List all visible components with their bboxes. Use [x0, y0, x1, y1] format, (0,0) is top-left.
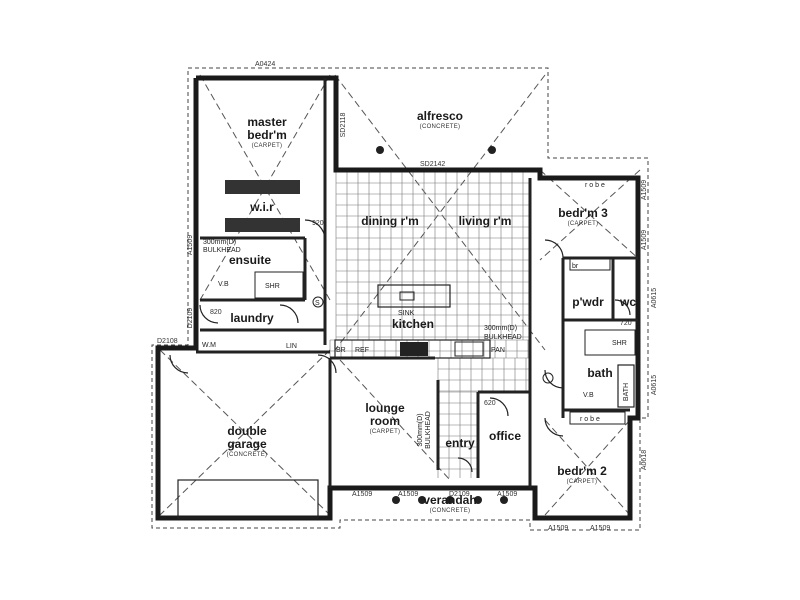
dim-a0615-2: A0615: [651, 375, 658, 395]
living-label: living r'm: [459, 214, 512, 228]
eave-outline: [151, 67, 649, 531]
verandah-label: verandah: [423, 493, 476, 507]
dimension-labels: A0424 SD2118 SD2142 A1509 A1509 A1509 A1…: [157, 61, 658, 532]
dim-a0615-1: A0615: [651, 288, 658, 308]
pwdr-label: p'wdr: [572, 295, 604, 309]
bedrm2-sub: (CARPET): [567, 479, 598, 485]
double-label: double: [227, 424, 267, 438]
lounge-sub: (CARPET): [370, 429, 401, 435]
dim-620: 620: [484, 400, 496, 407]
bedrm3-sub: (CARPET): [568, 221, 599, 227]
sink-label: SINK: [398, 310, 415, 317]
dining-label: dining r'm: [361, 214, 419, 228]
light-fittings: [312, 146, 554, 504]
dim-d2108: D2108: [157, 338, 178, 345]
vanity-1: V.B: [218, 281, 229, 288]
bulkhead-3a: 300mm(D): [417, 413, 424, 446]
wir-label: w.i.r: [249, 200, 274, 214]
bulkhead-3b: BULKHEAD: [425, 411, 432, 449]
dim-a1509-7: A1509: [548, 525, 568, 532]
dim-a1509-2: A1509: [641, 180, 648, 200]
dim-a1509-5: A1509: [398, 491, 418, 498]
dim-d2109-1: D2109: [449, 491, 470, 498]
dim-a1509-8: A1509: [590, 525, 610, 532]
dim-a0618: A0618: [641, 450, 648, 470]
kitchen-island: [377, 284, 451, 308]
kitchen-bench: [334, 339, 491, 359]
dim-d2109-2: D2109: [187, 308, 194, 329]
ref-label: REF: [355, 347, 369, 354]
office-label: office: [489, 429, 521, 443]
bulkhead-2b: BULKHEAD: [484, 334, 522, 341]
lounge-label-2: room: [370, 414, 400, 428]
ensuite-label: ensuite: [229, 253, 271, 267]
dim-sd2142: SD2142: [420, 161, 445, 168]
kitchen-label: kitchen: [392, 317, 434, 331]
dim-820: 820: [210, 309, 222, 316]
door-swings: [169, 219, 631, 473]
br-label: BR: [336, 347, 346, 354]
room-labels: master bedr'm (CARPET) alfresco (CONCRET…: [227, 109, 637, 514]
bulkhead-1b: BULKHEAD: [203, 247, 241, 254]
garage-label: garage: [227, 437, 267, 451]
entry-label: entry: [445, 436, 475, 450]
robes: [569, 257, 626, 425]
bedrm3-label: bedr'm 3: [558, 206, 608, 220]
lin-label: LIN: [286, 343, 297, 350]
laundry-label: laundry: [230, 311, 274, 325]
br-label-2: br: [572, 263, 579, 270]
dim-a0424: A0424: [255, 61, 275, 68]
alfresco-sub: (CONCRETE): [420, 124, 461, 130]
dim-sd2118: SD2118: [340, 113, 347, 138]
alfresco-label: alfresco: [417, 109, 463, 123]
external-walls: [155, 75, 641, 521]
shower-2: SHR: [612, 340, 627, 347]
bulkhead-1a: 300mm(D): [203, 239, 236, 246]
garage-door: [177, 479, 319, 519]
garage-sub: (CONCRETE): [227, 452, 268, 458]
robe-label-2: r o b e: [580, 416, 600, 423]
circle-s: S: [315, 300, 320, 307]
vanity-2: V.B: [583, 392, 594, 399]
master-sub: (CARPET): [252, 143, 283, 149]
wc-label: wc: [619, 295, 636, 309]
bath-tub: [617, 364, 635, 408]
master-label: master: [247, 115, 287, 129]
robe-label-1: r o b e: [585, 182, 605, 189]
dim-a1509-6: A1509: [497, 491, 517, 498]
wm-label: W.M: [202, 342, 216, 349]
pan-label: PAN: [491, 347, 505, 354]
dim-a1509-4: A1509: [352, 491, 372, 498]
verandah-sub: (CONCRETE): [430, 508, 471, 514]
showers: [254, 271, 636, 356]
shower-1: SHR: [265, 283, 280, 290]
dim-a1509-1: A1509: [187, 235, 194, 255]
bath-tub-label: BATH: [623, 383, 630, 401]
lounge-label: lounge: [365, 401, 405, 415]
dim-720: 720: [620, 320, 632, 327]
fixture-labels: 300mm(D) BULKHEAD SHR V.B SINK BR REF PA…: [202, 182, 630, 449]
bath-label: bath: [587, 366, 612, 380]
bedrm2-label: bedr'm 2: [557, 464, 607, 478]
wir-shelves: [225, 180, 300, 232]
dim-920: 920: [312, 220, 324, 227]
dim-a1509-3: A1509: [641, 230, 648, 250]
master-label-2: bedr'm: [247, 128, 287, 142]
bulkhead-2a: 300mm(D): [484, 325, 517, 332]
